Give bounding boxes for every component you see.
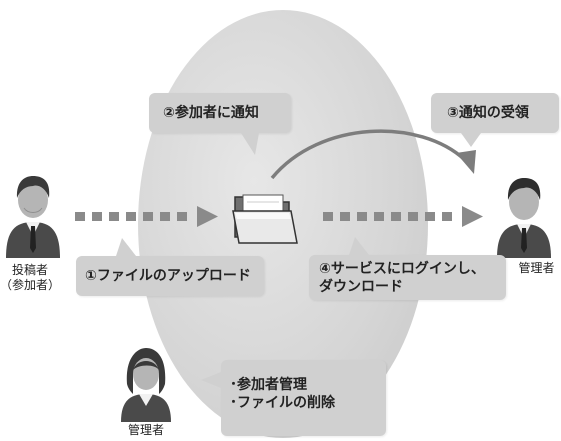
callout-tail (349, 237, 369, 255)
admin-task-delete-files: ･ファイルの削除 (230, 395, 335, 411)
download-dashed-arrow (323, 206, 483, 227)
file-upload-text: ①ファイルのアップロード (85, 268, 251, 284)
login-download-line1: ④サービスにログインし、 (319, 261, 485, 277)
notify-participants-text: ②参加者に通知 (163, 105, 259, 121)
poster-label-note: （参加者） (0, 278, 61, 292)
login-download-line2: ダウンロード (319, 279, 403, 295)
upload-dashed-arrow (75, 206, 218, 227)
callout-tail (116, 238, 136, 256)
admin-tasks-callout: ･参加者管理 ･ファイルの削除 (201, 360, 386, 436)
poster-label-role: 投稿者 (11, 263, 48, 277)
admin-businessman-icon (495, 172, 553, 264)
callout-tail (461, 133, 481, 147)
callout-tail (241, 133, 259, 155)
poster-label: 投稿者 （参加者） (0, 263, 60, 293)
file-upload-callout: ①ファイルのアップロード (76, 238, 264, 296)
notification-curved-arrow (270, 129, 476, 180)
admin-bottom-label: 管理者 (127, 423, 164, 437)
login-download-callout: ④サービスにログインし、 ダウンロード (309, 237, 506, 300)
admin-right-label: 管理者 (518, 261, 555, 275)
callout-tail (201, 372, 221, 388)
login-download-text: ④サービスにログインし、 ダウンロード (319, 260, 485, 296)
notification-received-text: ③通知の受領 (447, 105, 529, 121)
businesswoman-icon (117, 344, 175, 428)
businessman-icon (4, 170, 62, 264)
notify-participants-callout: ②参加者に通知 (149, 93, 291, 155)
notification-received-callout: ③通知の受領 (431, 93, 559, 147)
admin-task-participants: ･参加者管理 (230, 377, 307, 393)
open-folder-icon (229, 187, 299, 251)
admin-tasks-text: ･参加者管理 ･ファイルの削除 (230, 376, 335, 412)
